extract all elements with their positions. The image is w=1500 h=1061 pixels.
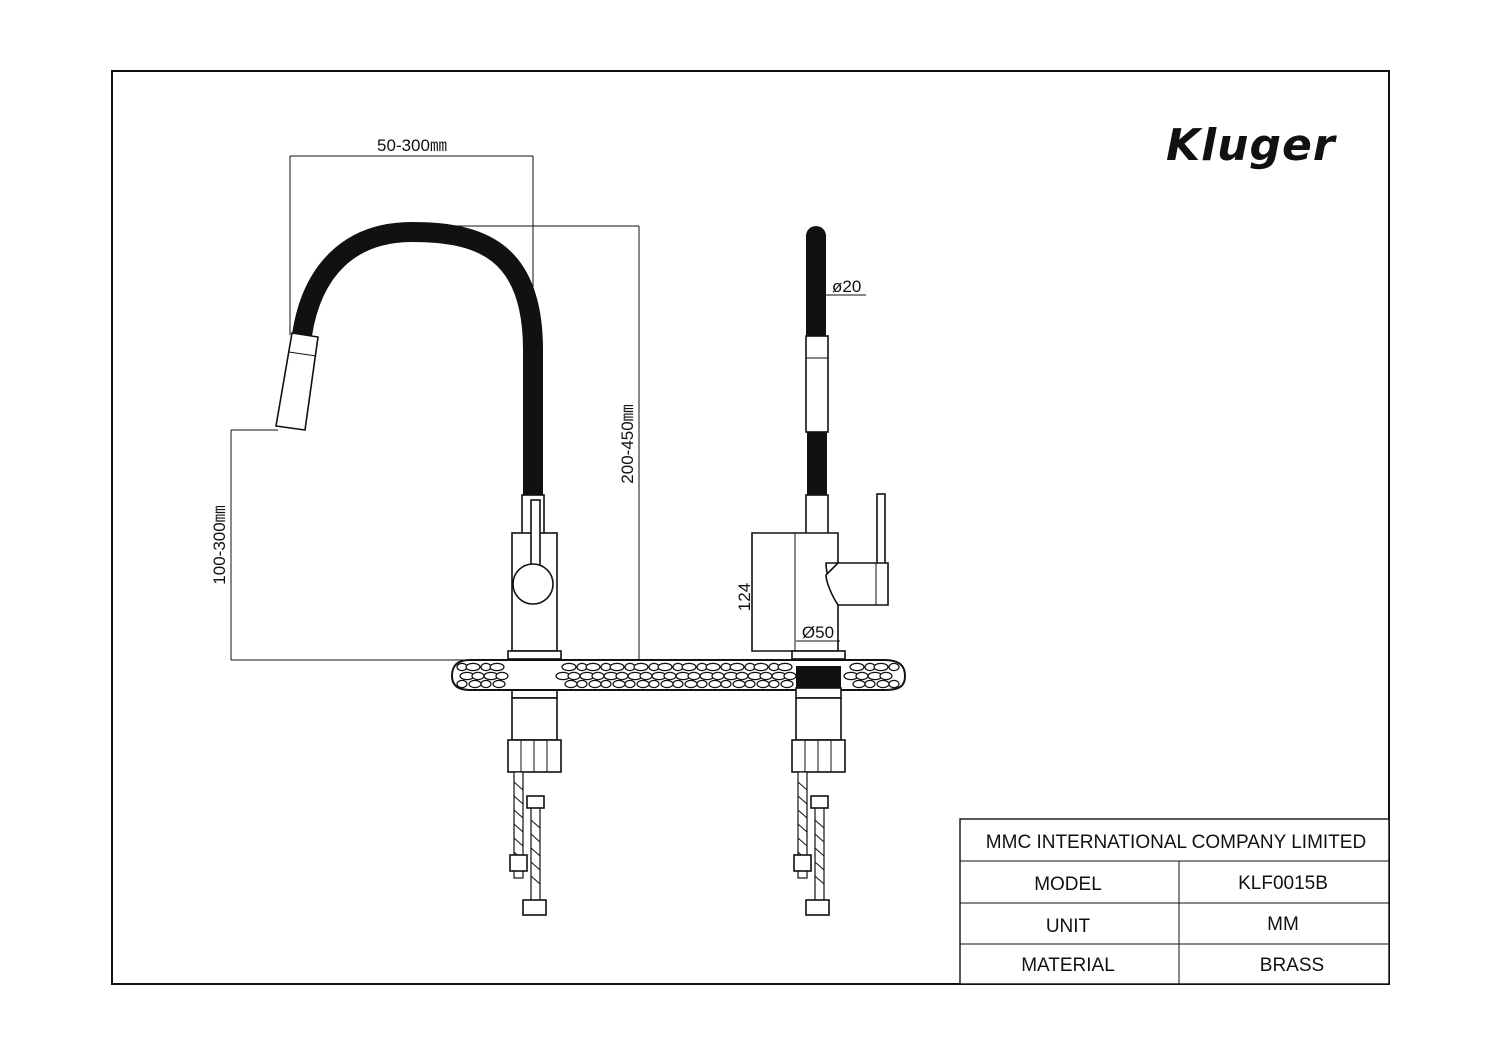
material-label: MATERIAL xyxy=(1021,955,1115,976)
countertop-slab xyxy=(450,659,907,691)
side-view-dimensions: ø20 124 Ø50 xyxy=(735,277,866,642)
handle-knob-front xyxy=(512,563,554,605)
shank-side xyxy=(796,666,841,688)
base-diameter-label: Ø50 xyxy=(802,623,834,642)
countertop-pebble xyxy=(720,679,732,689)
supply-hoses-front xyxy=(509,771,547,916)
countertop-pebble xyxy=(768,679,780,689)
countertop-pebble xyxy=(648,679,660,689)
countertop-pebble xyxy=(849,662,865,672)
countertop-pebble xyxy=(777,662,793,672)
mounting-nut-front xyxy=(511,697,558,741)
countertop-pebble xyxy=(639,671,653,681)
countertop-pebble xyxy=(753,662,769,672)
countertop-pebble xyxy=(609,662,625,672)
hose-lower-side xyxy=(807,432,827,495)
lever-handle-side xyxy=(876,493,886,567)
countertop-pebble xyxy=(492,679,506,689)
countertop-pebble xyxy=(705,662,721,672)
countertop-pebble xyxy=(465,662,481,672)
countertop-pebble xyxy=(876,679,890,689)
model-label: MODEL xyxy=(1034,874,1102,895)
countertop-pebble xyxy=(864,679,876,689)
countertop-pebble xyxy=(567,671,581,681)
countertop-pebble xyxy=(729,662,745,672)
countertop-pebble xyxy=(585,662,601,672)
front-view-dimensions: 50-300㎜ 200-450㎜ 100-300㎜ xyxy=(210,136,640,661)
countertop-pebble xyxy=(681,662,697,672)
brand-logo: Kluger xyxy=(1166,120,1337,171)
title-block: MMC INTERNATIONAL COMPANY LIMITED MODEL … xyxy=(959,818,1390,985)
countertop-pebble xyxy=(873,662,889,672)
body-height-label: 124 xyxy=(735,583,754,611)
countertop-pebble xyxy=(591,671,605,681)
countertop-pebble xyxy=(756,679,770,689)
unit-label: UNIT xyxy=(1046,916,1091,937)
mounting-nut-side xyxy=(795,697,842,741)
faucet-front-view xyxy=(275,221,562,916)
countertop-pebble xyxy=(636,679,650,689)
hose-collar-side xyxy=(805,494,829,536)
countertop-pebble xyxy=(852,679,866,689)
countertop-pebble xyxy=(600,679,612,689)
countertop-pebble xyxy=(711,671,725,681)
countertop-pebble xyxy=(660,679,674,689)
countertop-pebble xyxy=(471,671,485,681)
company-name: MMC INTERNATIONAL COMPANY LIMITED xyxy=(986,832,1366,853)
flexible-hose-front xyxy=(292,221,543,505)
base-ring-side xyxy=(791,650,846,660)
countertop-pebble xyxy=(696,679,708,689)
material-value: BRASS xyxy=(1260,955,1324,976)
countertop-pebble xyxy=(663,671,677,681)
spray-head-front xyxy=(275,332,319,431)
unit-value: MM xyxy=(1267,914,1299,935)
countertop-pebble xyxy=(783,671,797,681)
drawing-frame xyxy=(111,70,1390,985)
countertop-pebble xyxy=(588,679,602,689)
countertop-pebble xyxy=(684,679,698,689)
faucet-side-view xyxy=(751,226,889,916)
countertop-pebble xyxy=(735,671,749,681)
countertop-pebble xyxy=(468,679,482,689)
countertop-pebble xyxy=(615,671,629,681)
spout-clearance-label: 100-300㎜ xyxy=(210,505,229,584)
countertop-pebble xyxy=(564,679,578,689)
spray-head-side xyxy=(805,335,829,433)
countertop-pebble xyxy=(489,662,505,672)
countertop-pebble xyxy=(495,671,509,681)
nut-ring-side xyxy=(795,687,842,699)
hose-diameter-label: ø20 xyxy=(832,277,861,296)
countertop-pebble xyxy=(480,679,492,689)
countertop-pebble xyxy=(708,679,722,689)
countertop-pebble xyxy=(780,679,794,689)
model-value: KLF0015B xyxy=(1238,873,1328,894)
supply-hoses-side xyxy=(793,771,830,916)
countertop-pebble xyxy=(687,671,701,681)
countertop-pebble xyxy=(855,671,869,681)
overall-height-label: 200-450㎜ xyxy=(618,404,637,483)
lever-arm-side xyxy=(825,562,889,606)
countertop-pebble xyxy=(624,679,636,689)
countertop-pebble xyxy=(456,679,468,689)
countertop-pebble xyxy=(732,679,746,689)
countertop-pebble xyxy=(672,679,684,689)
spout-reach-label: 50-300㎜ xyxy=(377,136,447,155)
countertop-pebble xyxy=(561,662,577,672)
base-ring-front xyxy=(507,650,562,660)
countertop-pebble xyxy=(759,671,773,681)
countertop-pebble xyxy=(744,679,756,689)
countertop-pebble xyxy=(888,679,900,689)
countertop-pebble xyxy=(888,662,900,672)
brand-logo-text: Kluger xyxy=(1166,120,1337,171)
countertop-pebble xyxy=(657,662,673,672)
countertop-pebble xyxy=(576,679,588,689)
countertop-pebble xyxy=(612,679,626,689)
countertop-pebble xyxy=(633,662,649,672)
countertop-pebble xyxy=(879,671,893,681)
